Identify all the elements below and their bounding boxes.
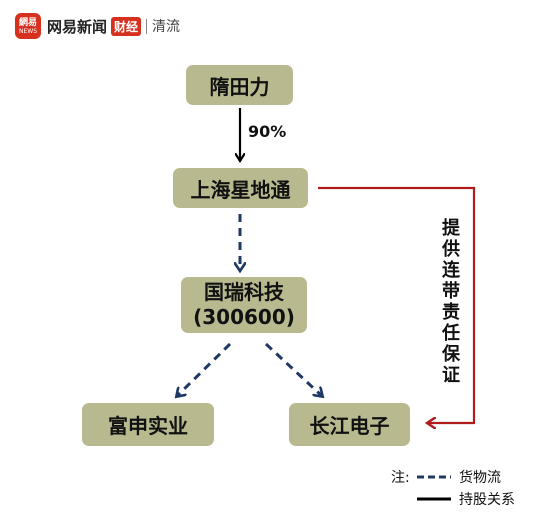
brand-name: 网易新闻	[47, 17, 108, 36]
node-stock-code: (300600)	[193, 305, 295, 329]
dashed-line-swatch	[417, 475, 451, 479]
holding-percentage-label: 90%	[248, 122, 287, 141]
legend-row-goods-flow: 注: 货物流	[391, 466, 515, 488]
node-label: 上海星地通	[190, 177, 291, 202]
legend: 注: 货物流 持股关系	[391, 466, 515, 510]
section-badge[interactable]: 财经	[111, 16, 142, 36]
node-label: 隋田力	[209, 74, 270, 99]
node-shanghai-xingditong: 上海星地通	[173, 168, 308, 208]
legend-label-goods-flow: 货物流	[459, 470, 501, 486]
netease-logo-icon[interactable]: 網易 NEWS	[15, 13, 41, 39]
goods-flow-edge-guorui-changjiang	[264, 342, 322, 396]
node-changjiang-electronics: 长江电子	[289, 403, 410, 446]
header-divider	[146, 18, 148, 34]
guarantee-edge	[318, 186, 476, 423]
solid-line-swatch	[417, 497, 451, 501]
node-fushen-industrial: 富申实业	[82, 403, 214, 446]
guarantee-label: 提供连带责任保证	[442, 218, 460, 386]
column-name[interactable]: 清流	[152, 19, 181, 35]
legend-row-holding: 持股关系	[391, 488, 515, 510]
node-suitianli: 隋田力	[186, 65, 293, 105]
node-guorui-tech: 国瑞科技 (300600)	[181, 277, 307, 333]
node-label: 富申实业	[108, 414, 188, 438]
app-header: 網易 NEWS 网易新闻 财经 清流	[15, 12, 180, 40]
node-label: 国瑞科技	[204, 280, 284, 304]
goods-flow-edge-guorui-fushen	[177, 342, 232, 396]
legend-note: 注:	[391, 470, 410, 486]
node-label: 长江电子	[309, 414, 390, 438]
legend-label-holding: 持股关系	[459, 492, 515, 508]
